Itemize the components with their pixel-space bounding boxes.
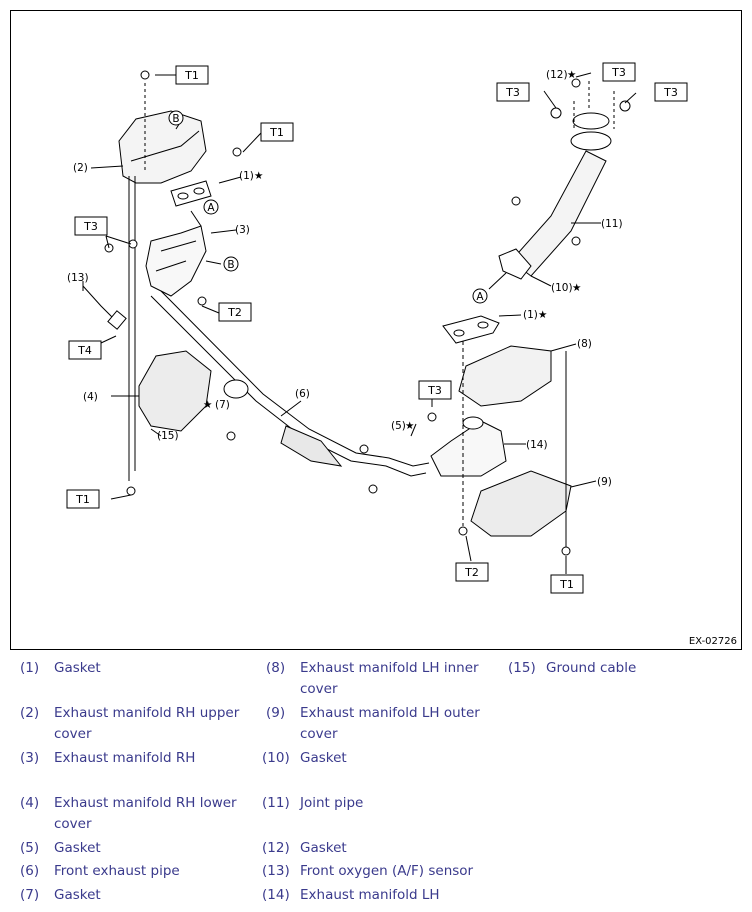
exhaust-manifold-lh-shape <box>430 420 507 477</box>
diagram-canvas: T1 T1 T3 T2 T4 T1 T3 T2 T1 T3 T3 T3 B A … <box>66 62 688 594</box>
callout-4: (4) <box>83 391 98 403</box>
torque-box-t2-lh: T2 <box>464 566 479 579</box>
legend-num: (7) <box>20 887 40 903</box>
callout-1-rh: (1) <box>239 170 254 182</box>
callout-13: (13) <box>67 272 89 284</box>
legend-text: Gasket <box>54 660 101 676</box>
torque-box-t3-mid: T3 <box>427 384 442 397</box>
legend-text: Ground cable <box>546 660 637 676</box>
exhaust-manifold-rh-shape <box>145 225 207 297</box>
legend-text: Exhaust manifold LH outer cover <box>300 705 480 742</box>
star-1-rh: ★ <box>254 170 263 182</box>
callout-8: (8) <box>577 338 592 350</box>
legend-text: Gasket <box>54 840 101 856</box>
ref-b-rh: B <box>227 259 234 271</box>
torque-box-t1-bolt: T1 <box>269 126 284 139</box>
callout-14: (14) <box>526 439 548 451</box>
star-1-lh: ★ <box>538 309 547 321</box>
ref-b-top: B <box>172 113 179 125</box>
figure-id: EX-02726 <box>688 636 737 647</box>
legend-num: (4) <box>20 795 40 811</box>
parts-legend: (1) Gasket (2) Exhaust manifold RH upper… <box>0 656 752 912</box>
legend-text: Exhaust manifold RH upper cover <box>54 705 240 742</box>
gasket-lh-shape <box>442 315 500 344</box>
lh-inner-cover-shape <box>458 345 552 407</box>
legend-num: (12) <box>262 840 290 856</box>
legend-text: Gasket <box>300 840 347 856</box>
callout-2: (2) <box>73 162 88 174</box>
legend-num: (9) <box>266 705 286 721</box>
joint-pipe-shape <box>510 150 607 277</box>
torque-box-t3-left: T3 <box>505 86 520 99</box>
legend-num: (11) <box>262 795 290 811</box>
legend-num: (15) <box>508 660 536 676</box>
callout-6: (6) <box>295 388 310 400</box>
torque-box-t3-right: T3 <box>663 86 678 99</box>
torque-box-t2-rh: T2 <box>227 306 242 319</box>
torque-box-t1-top: T1 <box>184 69 199 82</box>
torque-box-t3-rh: T3 <box>83 220 98 233</box>
callout-5: (5) <box>391 420 406 432</box>
callout-9: (9) <box>597 476 612 488</box>
rh-upper-cover-shape <box>118 110 207 184</box>
callout-10: (10) <box>551 282 573 294</box>
torque-box-t4: T4 <box>77 344 92 357</box>
legend-num: (5) <box>20 840 40 856</box>
torque-box-t1-lh: T1 <box>559 578 574 591</box>
gasket-rh-shape <box>170 180 212 207</box>
legend-num: (2) <box>20 705 40 721</box>
legend-text: Exhaust manifold RH <box>54 750 196 766</box>
star-5: ★ <box>405 420 414 432</box>
lh-outer-cover-shape <box>470 470 572 537</box>
callout-15: (15) <box>157 430 179 442</box>
star-7: ★ <box>203 399 212 411</box>
star-12: ★ <box>567 69 576 81</box>
legend-num: (1) <box>20 660 40 676</box>
legend-text: Exhaust manifold LH inner cover <box>300 660 479 697</box>
rh-lower-cover-shape <box>138 350 212 432</box>
callout-1-lh: (1) <box>523 309 538 321</box>
legend-text: Gasket <box>300 750 347 766</box>
legend-text: Exhaust manifold LH <box>300 887 440 903</box>
legend-num: (10) <box>262 750 290 766</box>
ref-a-rh: A <box>207 202 215 214</box>
callout-3: (3) <box>235 224 250 236</box>
legend-text: Front oxygen (A/F) sensor <box>300 863 474 879</box>
legend-text: Front exhaust pipe <box>54 863 180 879</box>
front-exhaust-pipe-shape <box>150 295 427 477</box>
callout-7: (7) <box>215 399 230 411</box>
legend-num: (8) <box>266 660 286 676</box>
legend-text: Exhaust manifold RH lower cover <box>54 795 237 832</box>
legend-num: (6) <box>20 863 40 879</box>
ref-a-lh: A <box>476 291 484 303</box>
torque-box-t3-top: T3 <box>611 66 626 79</box>
callout-12: (12) <box>546 69 568 81</box>
legend-num: (14) <box>262 887 290 903</box>
torque-box-t1-bottom: T1 <box>75 493 90 506</box>
legend-text: Joint pipe <box>300 795 364 811</box>
legend-text: Gasket <box>54 887 101 903</box>
star-10: ★ <box>572 282 581 294</box>
callout-11: (11) <box>601 218 623 230</box>
exploded-view-diagram: T1 T1 T3 T2 T4 T1 T3 T2 T1 T3 T3 T3 B A … <box>10 10 742 650</box>
legend-num: (13) <box>262 863 290 879</box>
legend-num: (3) <box>20 750 40 766</box>
